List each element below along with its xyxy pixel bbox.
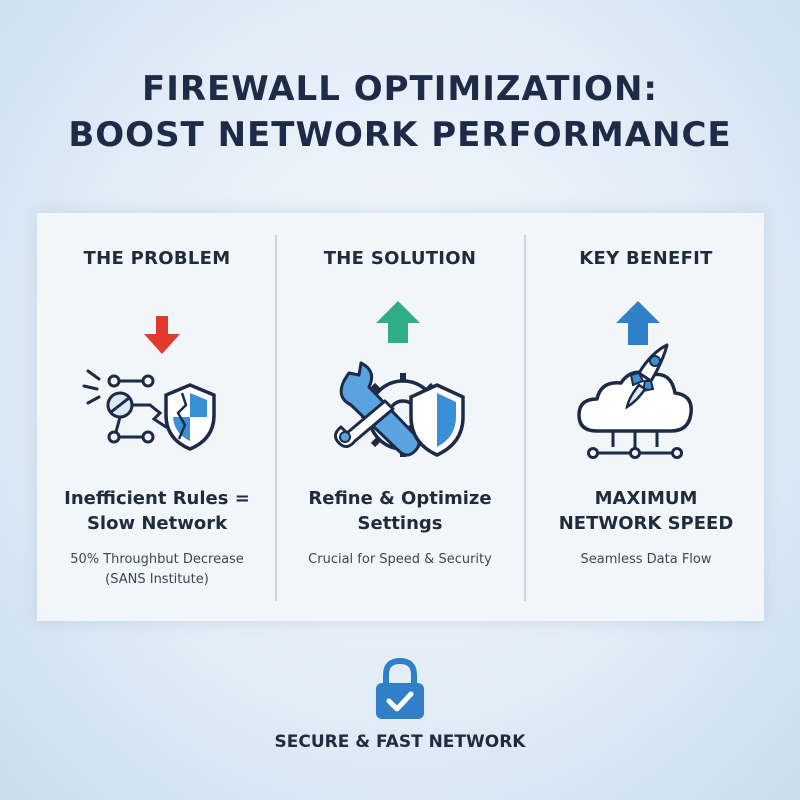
problem-illustration [82, 316, 216, 451]
problem-detail: 50% Throughbut Decrease (SANS Institute) [70, 552, 244, 587]
solution-column: THE SOLUTION [280, 213, 520, 621]
benefit-heading: KEY BENEFIT [579, 248, 713, 269]
solution-illustration [334, 301, 465, 457]
down-arrow-icon [144, 316, 180, 354]
benefit-column: KEY BENEFIT [526, 213, 766, 621]
benefit-summary: MAXIMUM NETWORK SPEED [558, 488, 734, 534]
page-title: FIREWALL OPTIMIZATION: BOOST NETWORK PER… [0, 66, 800, 158]
page-title-line-2: BOOST NETWORK PERFORMANCE [68, 115, 732, 155]
broken-network-icon [82, 369, 168, 444]
benefit-illustration [577, 301, 693, 459]
page-title-line-1: FIREWALL OPTIMIZATION: [141, 69, 658, 109]
column-divider [275, 235, 277, 601]
rocket-icon [625, 343, 669, 410]
up-arrow-icon [616, 301, 660, 345]
solution-detail: Crucial for Speed & Security [308, 552, 492, 567]
network-nodes-icon [587, 431, 683, 459]
lock-check-icon [376, 657, 424, 719]
footer-label: SECURE & FAST NETWORK [274, 732, 526, 752]
info-panel: THE PROBLEM [37, 213, 764, 621]
problem-heading: THE PROBLEM [83, 248, 231, 269]
problem-summary: Inefficient Rules = Slow Network [64, 488, 250, 534]
benefit-detail: Seamless Data Flow [580, 552, 712, 567]
cracked-shield-icon [164, 383, 216, 451]
column-divider [524, 235, 526, 601]
wrench-icon [334, 361, 421, 457]
solution-heading: THE SOLUTION [323, 248, 477, 269]
solution-summary: Refine & Optimize Settings [308, 488, 492, 534]
shield-icon [409, 383, 465, 457]
problem-column: THE PROBLEM [37, 213, 277, 621]
up-arrow-icon [376, 301, 420, 343]
